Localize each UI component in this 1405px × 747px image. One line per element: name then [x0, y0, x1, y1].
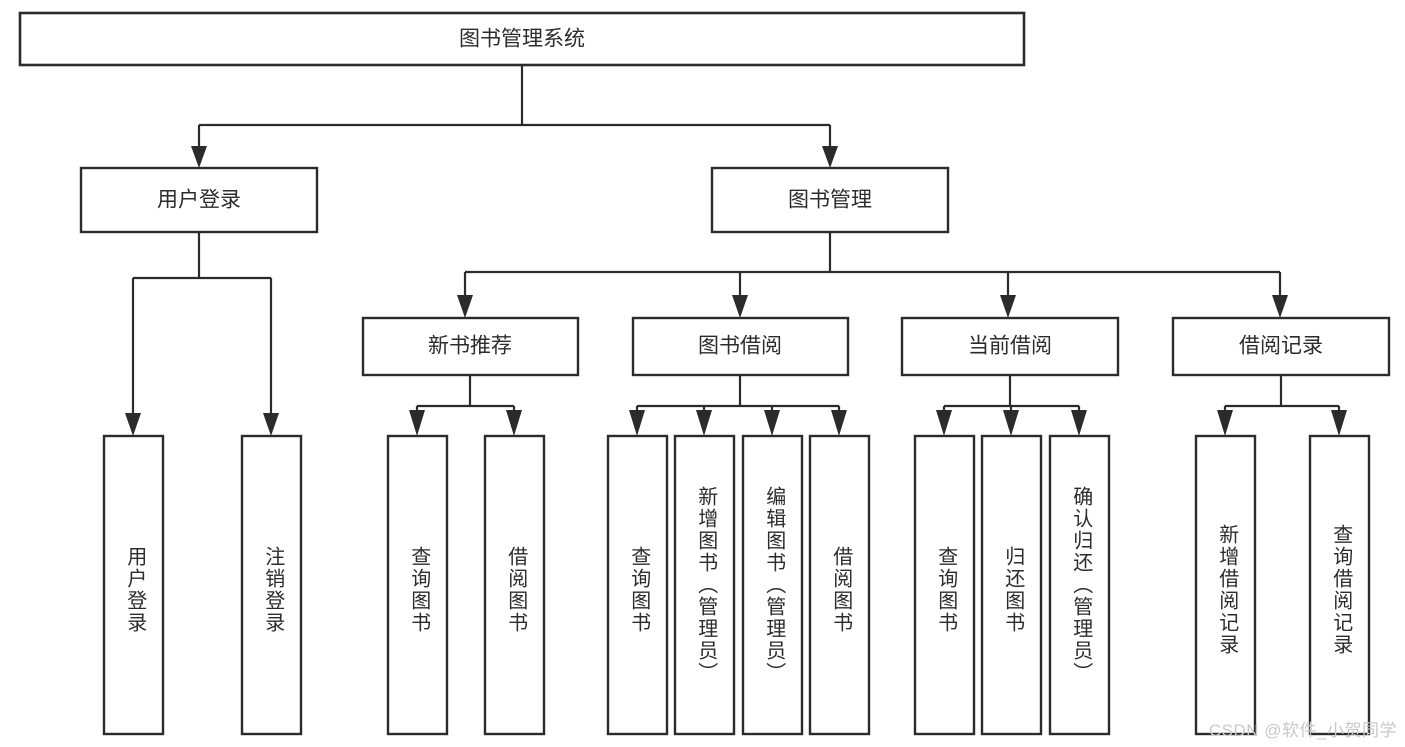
leaf-confirm-return-box[interactable]: [1048, 434, 1111, 736]
arrow-head-borrow-record: [1272, 295, 1288, 318]
arrow-head-book-borrow: [732, 295, 748, 318]
arrow-head-leaf-query-record: [1331, 410, 1347, 436]
leaf-user-logout-label: 注销登录: [262, 546, 285, 634]
leaf-add-book-box[interactable]: [673, 434, 736, 736]
arrow-head-leaf-add-book: [696, 410, 712, 436]
leaf-query-book-1[interactable]: 查询图书: [386, 434, 449, 736]
arrow-head-book-manage: [822, 146, 838, 168]
arrow-head-leaf-query-book-2: [629, 410, 645, 436]
leaf-edit-book-label: 编辑图书（管理员）: [763, 486, 786, 684]
arrow-head-leaf-query-book-1: [409, 410, 425, 436]
node-borrow-record-box[interactable]: [1171, 316, 1391, 377]
node-borrow-record[interactable]: 借阅记录: [1171, 316, 1391, 377]
leaf-add-record-label: 新增借阅记录: [1216, 524, 1239, 656]
node-new-book-recommend-box[interactable]: [361, 316, 580, 377]
leaf-borrow-book-1-label: 借阅图书: [505, 546, 528, 634]
arrow-head-current-borrow: [1000, 295, 1016, 318]
arrow-head-leaf-borrow-book-2: [831, 410, 847, 436]
arrow-head-leaf-borrow-book-1: [506, 410, 522, 436]
leaf-query-book-1-label: 查询图书: [408, 546, 431, 634]
arrow-head-leaf-return-book: [1003, 410, 1019, 436]
node-user-login-label: 用户登录: [157, 189, 241, 212]
node-borrow-record-label: 借阅记录: [1239, 335, 1323, 358]
leaf-borrow-book-2-label: 借阅图书: [830, 546, 853, 634]
leaf-query-record-label: 查询借阅记录: [1330, 524, 1353, 656]
node-current-borrow-box[interactable]: [900, 316, 1120, 377]
leaf-edit-book-box[interactable]: [741, 434, 804, 736]
node-new-book-recommend[interactable]: 新书推荐: [361, 316, 580, 377]
connector-layer: [125, 65, 1347, 436]
leaf-query-book-3-label: 查询图书: [935, 546, 958, 634]
arrow-head-leaf-query-book-3: [936, 410, 952, 436]
leaf-query-book-2-label: 查询图书: [628, 546, 651, 634]
leaf-borrow-book-1-box[interactable]: [483, 434, 546, 736]
leaf-borrow-book-2[interactable]: 借阅图书: [808, 434, 871, 736]
leaf-user-login[interactable]: 用户登录: [102, 434, 165, 736]
leaf-user-login-box[interactable]: [102, 434, 165, 736]
node-book-borrow[interactable]: 图书借阅: [631, 316, 850, 377]
arrow-head-leaf-confirm-return: [1071, 410, 1087, 436]
leaf-add-record-box[interactable]: [1194, 434, 1257, 736]
leaf-query-book-3-box[interactable]: [913, 434, 976, 736]
node-current-borrow[interactable]: 当前借阅: [900, 316, 1120, 377]
arrow-head-leaf-add-record: [1217, 410, 1233, 436]
node-user-login-box[interactable]: [79, 166, 319, 234]
csdn-watermark: CSDN @软件_小贺同学: [1208, 721, 1397, 740]
leaf-query-book-3[interactable]: 查询图书: [913, 434, 976, 736]
node-book-manage-box[interactable]: [710, 166, 950, 234]
arrow-head-user-login: [191, 146, 207, 168]
leaf-user-logout[interactable]: 注销登录: [240, 434, 303, 736]
leaf-query-record[interactable]: 查询借阅记录: [1308, 434, 1371, 736]
node-new-book-recommend-label: 新书推荐: [428, 335, 512, 358]
arrow-head-new-book-recommend: [457, 295, 473, 318]
node-book-borrow-box[interactable]: [631, 316, 850, 377]
node-book-borrow-label: 图书借阅: [698, 335, 782, 358]
leaf-query-book-2-box[interactable]: [606, 434, 669, 736]
arrow-head-leaf-user-login: [125, 413, 141, 436]
leaf-return-book-label: 归还图书: [1002, 546, 1025, 634]
node-root-label: 图书管理系统: [459, 28, 585, 51]
arrow-head-leaf-edit-book: [764, 410, 780, 436]
leaf-query-record-box[interactable]: [1308, 434, 1371, 736]
leaf-edit-book[interactable]: 编辑图书（管理员）: [741, 434, 804, 736]
leaf-query-book-2[interactable]: 查询图书: [606, 434, 669, 736]
leaf-user-login-label: 用户登录: [124, 546, 147, 634]
node-book-manage-label: 图书管理: [788, 189, 872, 212]
node-current-borrow-label: 当前借阅: [968, 335, 1052, 358]
node-book-manage[interactable]: 图书管理: [710, 166, 950, 234]
leaf-borrow-book-1[interactable]: 借阅图书: [483, 434, 546, 736]
leaf-user-logout-box[interactable]: [240, 434, 303, 736]
leaf-add-book[interactable]: 新增图书（管理员）: [673, 434, 736, 736]
leaf-confirm-return[interactable]: 确认归还（管理员）: [1048, 434, 1111, 736]
arrow-head-leaf-user-logout: [263, 413, 279, 436]
leaf-add-book-label: 新增图书（管理员）: [695, 486, 718, 684]
node-root[interactable]: 图书管理系统: [18, 11, 1026, 67]
leaf-return-book[interactable]: 归还图书: [980, 434, 1043, 736]
leaf-query-book-1-box[interactable]: [386, 434, 449, 736]
leaf-borrow-book-2-box[interactable]: [808, 434, 871, 736]
node-root-box[interactable]: [18, 11, 1026, 67]
leaf-confirm-return-label: 确认归还（管理员）: [1070, 486, 1093, 684]
node-user-login[interactable]: 用户登录: [79, 166, 319, 234]
leaf-return-book-box[interactable]: [980, 434, 1043, 736]
leaf-add-record[interactable]: 新增借阅记录: [1194, 434, 1257, 736]
